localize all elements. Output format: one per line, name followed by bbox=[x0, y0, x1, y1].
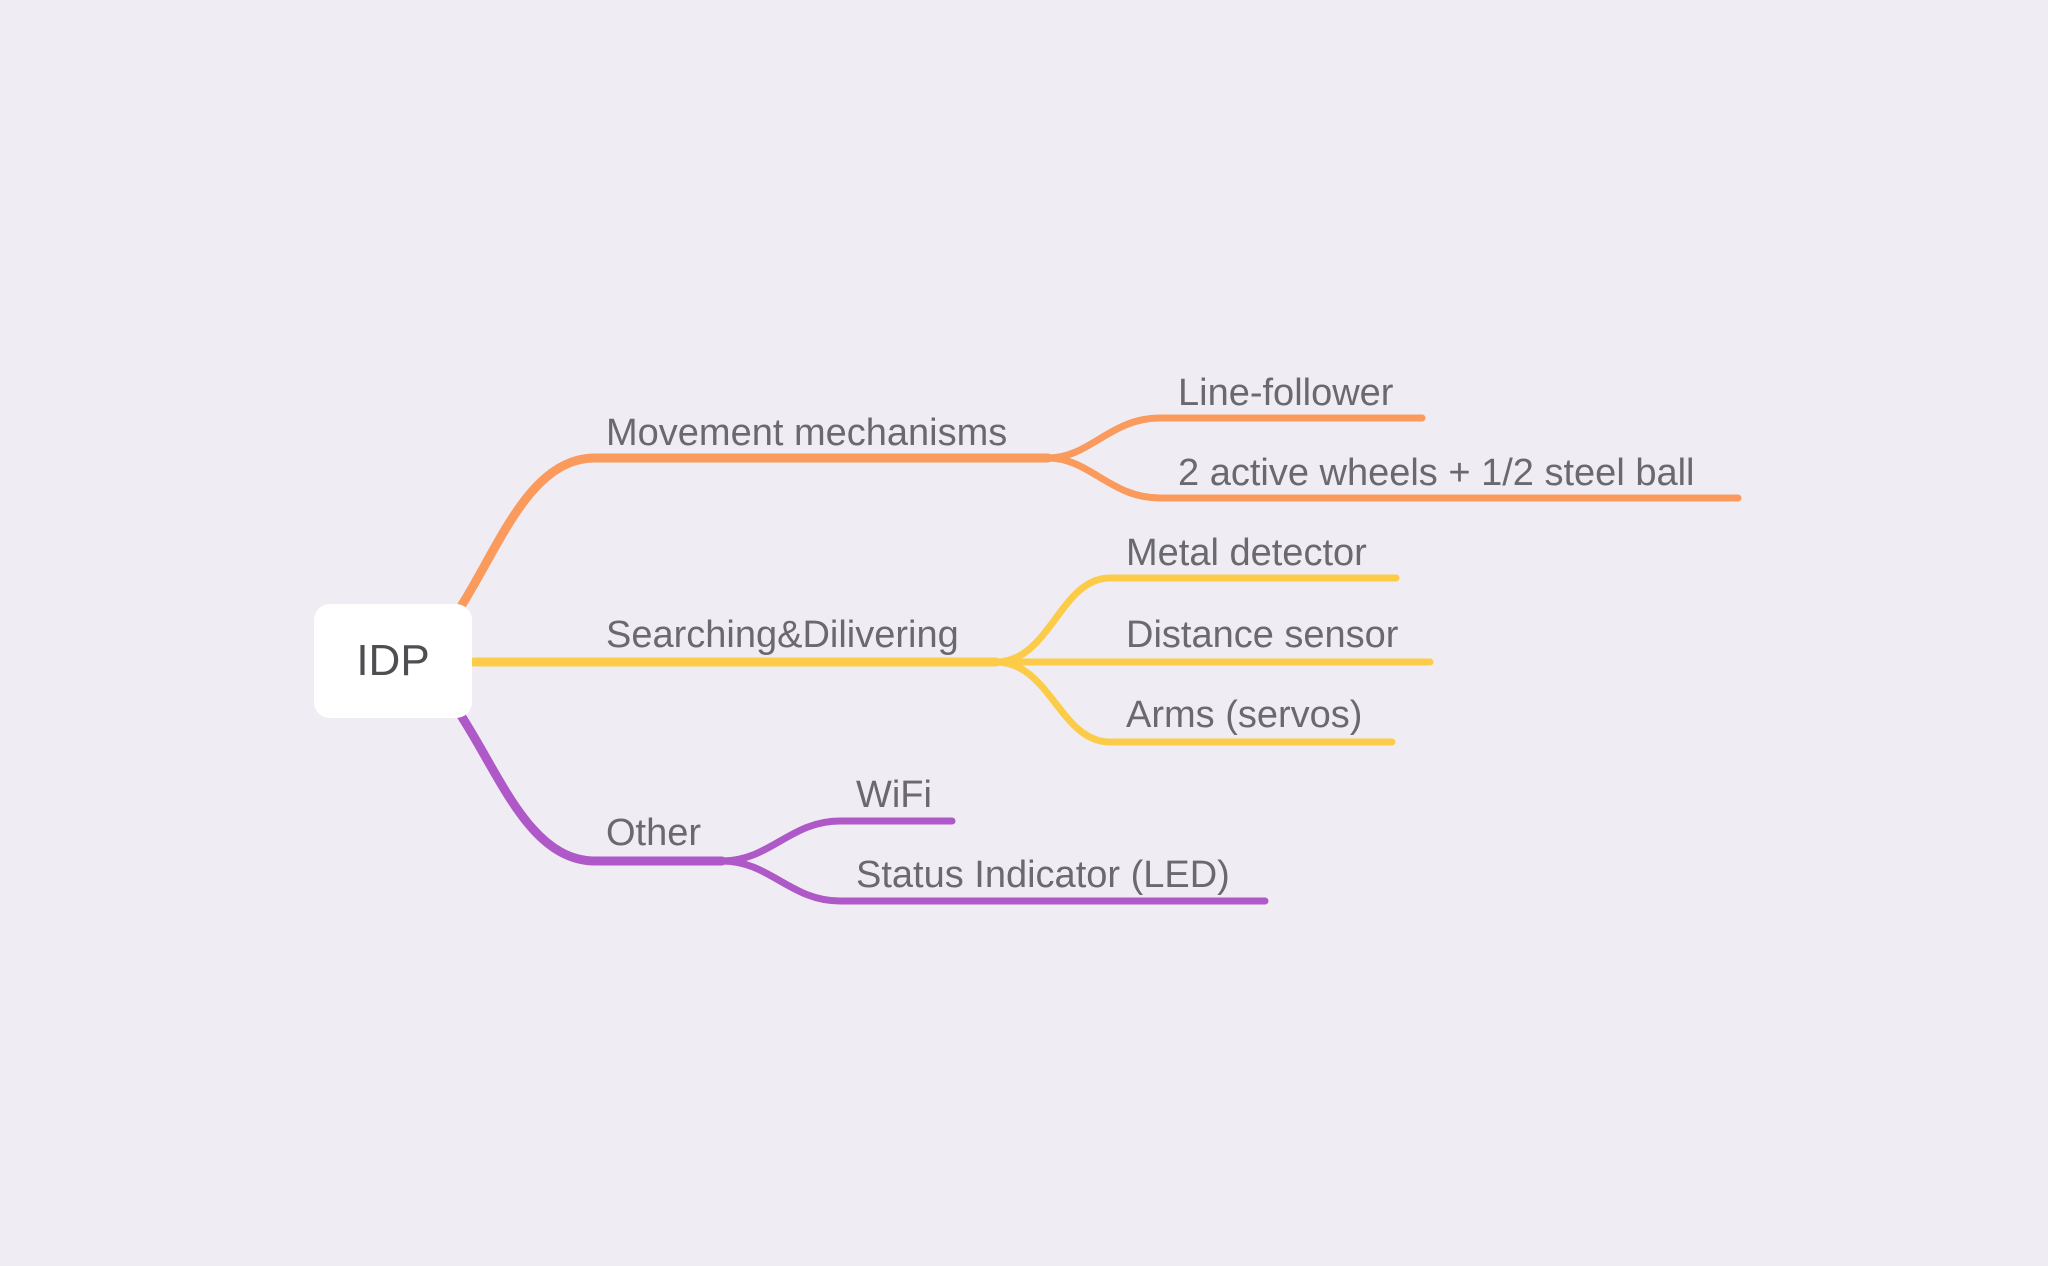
leaf-connector bbox=[718, 857, 1269, 905]
branch-connector bbox=[455, 453, 1053, 613]
leaf-label-arms-servos[interactable]: Arms (servos) bbox=[1126, 694, 1363, 736]
root-node[interactable]: IDP bbox=[314, 604, 472, 718]
leaf-label-line-follower[interactable]: Line-follower bbox=[1178, 372, 1394, 414]
leaf-label-status-indicator[interactable]: Status Indicator (LED) bbox=[856, 854, 1230, 896]
leaf-connector bbox=[992, 658, 1396, 746]
root-label: IDP bbox=[356, 636, 430, 685]
leaf-label-wifi[interactable]: WiFi bbox=[856, 774, 932, 816]
leaf-label-metal-detector[interactable]: Metal detector bbox=[1126, 532, 1367, 574]
branch-label-other[interactable]: Other bbox=[606, 812, 702, 854]
branch-label-movement-mechanisms[interactable]: Movement mechanisms bbox=[606, 412, 1008, 454]
leaf-connector bbox=[1044, 454, 1742, 502]
branch-label-searching-delivering[interactable]: Searching&Dilivering bbox=[606, 614, 959, 656]
leaf-label-distance-sensor[interactable]: Distance sensor bbox=[1126, 614, 1399, 656]
branch-connector bbox=[455, 709, 727, 866]
leaf-connector bbox=[718, 817, 956, 865]
leaf-connector bbox=[992, 574, 1400, 666]
leaf-label-wheels-steel-ball[interactable]: 2 active wheels + 1/2 steel ball bbox=[1178, 452, 1695, 494]
leaf-connector bbox=[1044, 414, 1426, 462]
